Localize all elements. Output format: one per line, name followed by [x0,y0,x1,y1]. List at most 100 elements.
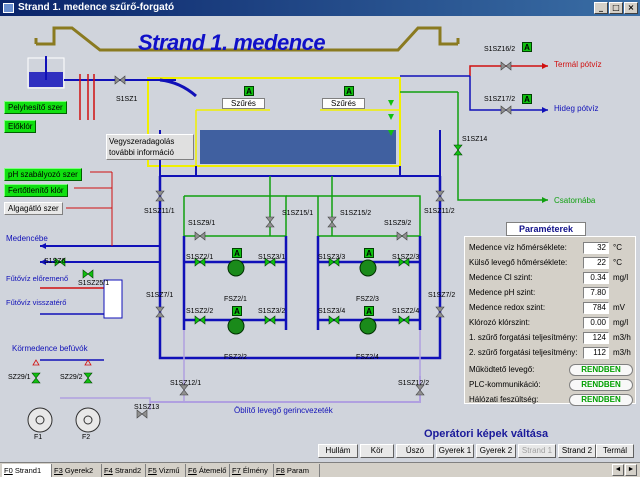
fan-label: F2 [82,434,91,441]
chem-button-prechlorine[interactable]: Előklór [4,120,37,133]
tab-f6[interactable]: F6 Átemelő [186,464,230,477]
tab-f3[interactable]: F3 Gyerek2 [52,464,102,477]
valve-s7-2[interactable] [435,306,445,318]
valve-s2-1[interactable] [194,257,206,267]
valve-s13[interactable] [136,409,148,419]
pump-fsz2-3[interactable] [359,259,377,277]
valve-label: S1SZ6 [44,258,66,265]
param-label: Medence redox szint: [469,303,546,312]
valve-label: S1SZ2/2 [186,308,214,315]
sewer-label: Csatornába [554,196,596,205]
param-unit: m3/h [613,333,631,342]
heating-forward-label: Fűtővíz előremenő [6,274,69,283]
status-value: RENDBEN [569,364,633,376]
nav-button-kör[interactable]: Kör [360,444,394,458]
close-icon[interactable]: × [624,2,638,14]
filter-2-label: Szűrés [322,98,365,109]
param-unit: °C [613,258,622,267]
chem-button-algaecide[interactable]: Algagátló szer [4,202,63,215]
valve-s1[interactable] [114,75,126,85]
param-value: 124 [583,332,609,344]
nav-button-úszó[interactable]: Úszó [396,444,434,458]
param-unit: mg/l [613,318,629,327]
scada-title: Strand 1. medence [138,30,326,55]
param-label: Klórozó klórszint: [469,318,530,327]
valve-s12-2[interactable] [415,384,425,396]
tab-f8[interactable]: F8 Param [274,464,320,477]
param-unit: mg/l [613,273,629,282]
valve-sz29-2[interactable] [83,372,93,384]
valve-s17-2[interactable] [500,105,512,115]
status-label: PLC-kommunikáció: [469,380,541,389]
auto-indicator: A [522,42,532,52]
valve-label: S1SZ15/2 [340,210,372,217]
valve-label: S1SZ17/2 [484,96,516,103]
thermal-label: Termál pótvíz [554,60,602,69]
valve-s7-1[interactable] [155,306,165,318]
valve-label: S1SZ12/2 [398,380,430,387]
nav-button-gyerek-1[interactable]: Gyerek 1 [436,444,474,458]
scroll-right-icon[interactable]: ► [625,464,637,476]
filter-1-label: Szűrés [222,98,265,109]
pump-fsz2-2[interactable] [227,317,245,335]
app-icon [3,3,14,13]
chem-button-flocculant[interactable]: Pelyhesítő szer [4,101,67,114]
valve-s2-2[interactable] [194,315,206,325]
nav-button-strand-2[interactable]: Strand 2 [558,444,596,458]
valve-s15-1[interactable] [265,216,275,228]
valve-s11-1[interactable] [155,190,165,202]
valve-label: S1SZ11/1 [144,208,175,215]
tab-f5[interactable]: F5 Vizmű [146,464,186,477]
valve-s16-2[interactable] [500,61,512,71]
scroll-left-icon[interactable]: ◄ [612,464,624,476]
filter-media [200,130,396,164]
chem-button-chlorine[interactable]: Fertőtlenítő klór [4,184,68,197]
valve-s15-2[interactable] [327,216,337,228]
tab-f0[interactable]: F0 Strand1 [2,464,52,477]
scada-canvas: Strand 1. medence Pelyhesítő szer Előkló… [0,16,640,462]
valve-s25-1[interactable] [82,269,94,279]
valve-s3-4[interactable] [328,315,340,325]
param-value: 22 [583,257,609,269]
pump-fsz2-4[interactable] [359,317,377,335]
param-label: Medence pH szint: [469,288,536,297]
valve-label: S1SZ9/2 [384,220,412,227]
param-value: 112 [583,347,609,359]
param-unit: °C [613,243,622,252]
maximize-icon[interactable]: □ [609,2,623,14]
chem-info-button[interactable]: Vegyszeradagolás további információ [106,134,194,160]
nav-button-gyerek-2[interactable]: Gyerek 2 [476,444,516,458]
valve-s2-3[interactable] [398,257,410,267]
minimize-icon[interactable]: _ [594,2,608,14]
param-unit: mV [613,303,625,312]
valve-label: SZ29/1 [8,374,31,381]
pumps [227,259,377,335]
tab-f7[interactable]: F7 Élmény [230,464,274,477]
valve-s6[interactable] [54,257,66,267]
ring-inflow-label: Körmedence befúvók [12,344,88,353]
valve-s9-1[interactable] [194,231,206,241]
pump-label: FSZ2/1 [224,296,247,303]
pump-fsz2-1[interactable] [227,259,245,277]
valve-label: S1SZ15/1 [282,210,314,217]
valve-s11-2[interactable] [435,190,445,202]
status-label: Működtető levegő: [469,365,535,374]
auto-indicator: A [522,94,532,104]
valve-s3-2[interactable] [264,315,276,325]
nav-button-termál[interactable]: Termál [596,444,634,458]
param-value: 32 [583,242,609,254]
valve-s2-4[interactable] [398,315,410,325]
valve-s14[interactable] [453,144,463,156]
nav-button-strand-1[interactable]: Strand 1 [518,444,556,458]
valve-s3-3[interactable] [328,257,340,267]
valve-label: S1SZ1 [116,96,138,103]
tab-f4[interactable]: F4 Strand2 [102,464,146,477]
valve-s3-1[interactable] [264,257,276,267]
valve-s9-2[interactable] [396,231,408,241]
nav-button-hullám[interactable]: Hullám [318,444,358,458]
process-diagram [27,26,548,433]
valve-sz29-1[interactable] [31,372,41,384]
valve-s12-1[interactable] [179,384,189,396]
chem-button-ph[interactable]: pH szabályozó szer [4,168,82,181]
